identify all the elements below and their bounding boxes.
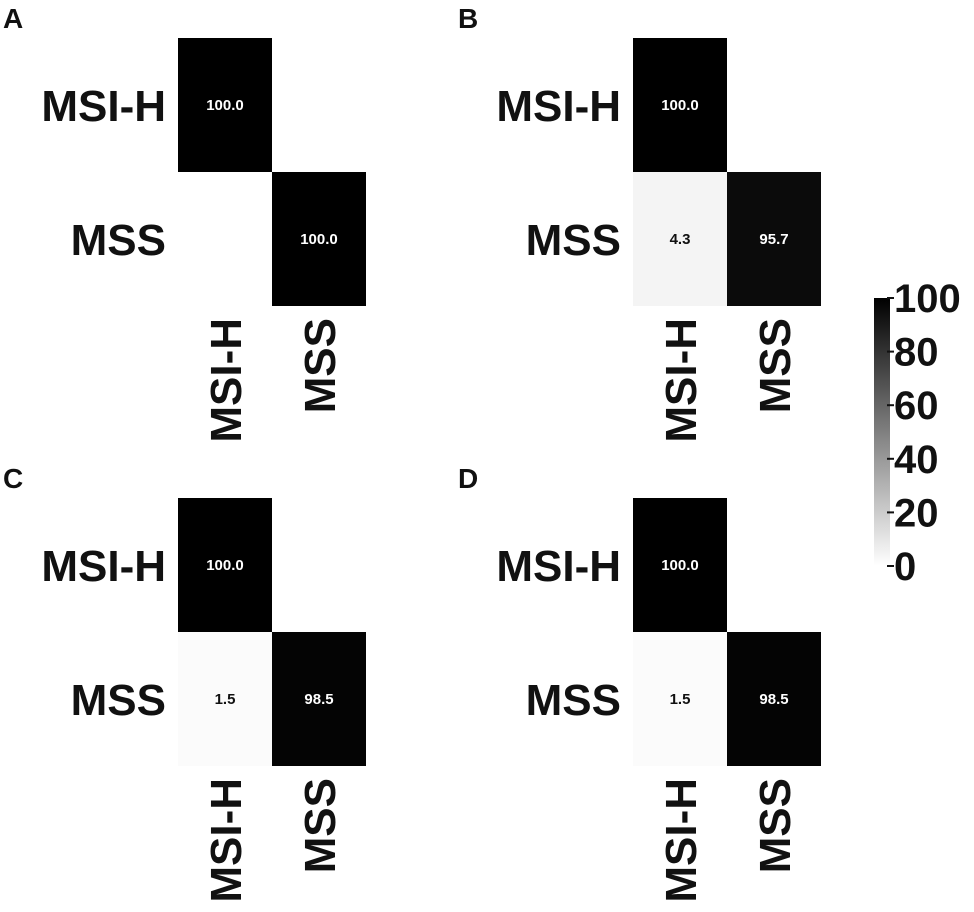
cell-value-label: 100.0 <box>661 557 699 574</box>
cell-value-label: 1.5 <box>670 691 691 708</box>
colorbar-gradient <box>874 298 890 566</box>
heatmap-cell <box>633 498 727 632</box>
cell-value-label: 100.0 <box>300 231 338 248</box>
column-label: MSI-H <box>202 318 251 443</box>
colorbar-tick-label: 100 <box>894 277 961 321</box>
row-label: MSS <box>71 676 166 725</box>
column-label: MSI-H <box>657 318 706 443</box>
row-label: MSS <box>71 216 166 265</box>
heatmap-cell <box>633 172 727 306</box>
cell-value-label: 95.7 <box>759 231 788 248</box>
column-label: MSS <box>751 318 800 413</box>
cell-value-label: 100.0 <box>206 97 244 114</box>
heatmap-cell <box>727 632 821 766</box>
heatmap-cell <box>633 38 727 172</box>
cell-value-label: 98.5 <box>304 691 333 708</box>
heatmap-cell <box>178 498 272 632</box>
colorbar-tick-label: 80 <box>894 331 939 375</box>
heatmap-cell <box>178 632 272 766</box>
cell-value-label: 98.5 <box>759 691 788 708</box>
panel-letter: B <box>458 3 478 34</box>
row-label: MSI-H <box>496 542 621 591</box>
row-label: MSS <box>526 216 621 265</box>
row-label: MSI-H <box>41 542 166 591</box>
cell-value-label: 100.0 <box>206 557 244 574</box>
colorbar-tick-label: 40 <box>894 438 939 482</box>
panel-letter: A <box>3 3 23 34</box>
heatmap-cell <box>727 172 821 306</box>
colorbar: 0 20 40 60 80 100 <box>874 277 961 589</box>
colorbar-tick-label: 60 <box>894 384 939 428</box>
row-label: MSI-H <box>41 82 166 131</box>
cell-value-label: 4.3 <box>670 231 691 248</box>
row-label: MSI-H <box>496 82 621 131</box>
heatmap-cell <box>272 632 366 766</box>
colorbar-tick-label: 0 <box>894 545 916 589</box>
cell-value-label: 1.5 <box>215 691 236 708</box>
colorbar-tick-label: 20 <box>894 491 939 535</box>
column-label: MSS <box>296 318 345 413</box>
column-label: MSS <box>296 778 345 873</box>
heatmap-cell <box>633 632 727 766</box>
heatmap-cell <box>178 38 272 172</box>
cell-value-label: 100.0 <box>661 97 699 114</box>
heatmap-cell <box>272 172 366 306</box>
panel-letter: C <box>3 463 23 494</box>
row-label: MSS <box>526 676 621 725</box>
panel-letter: D <box>458 463 478 494</box>
column-label: MSI-H <box>202 778 251 903</box>
column-label: MSS <box>751 778 800 873</box>
column-label: MSI-H <box>657 778 706 903</box>
